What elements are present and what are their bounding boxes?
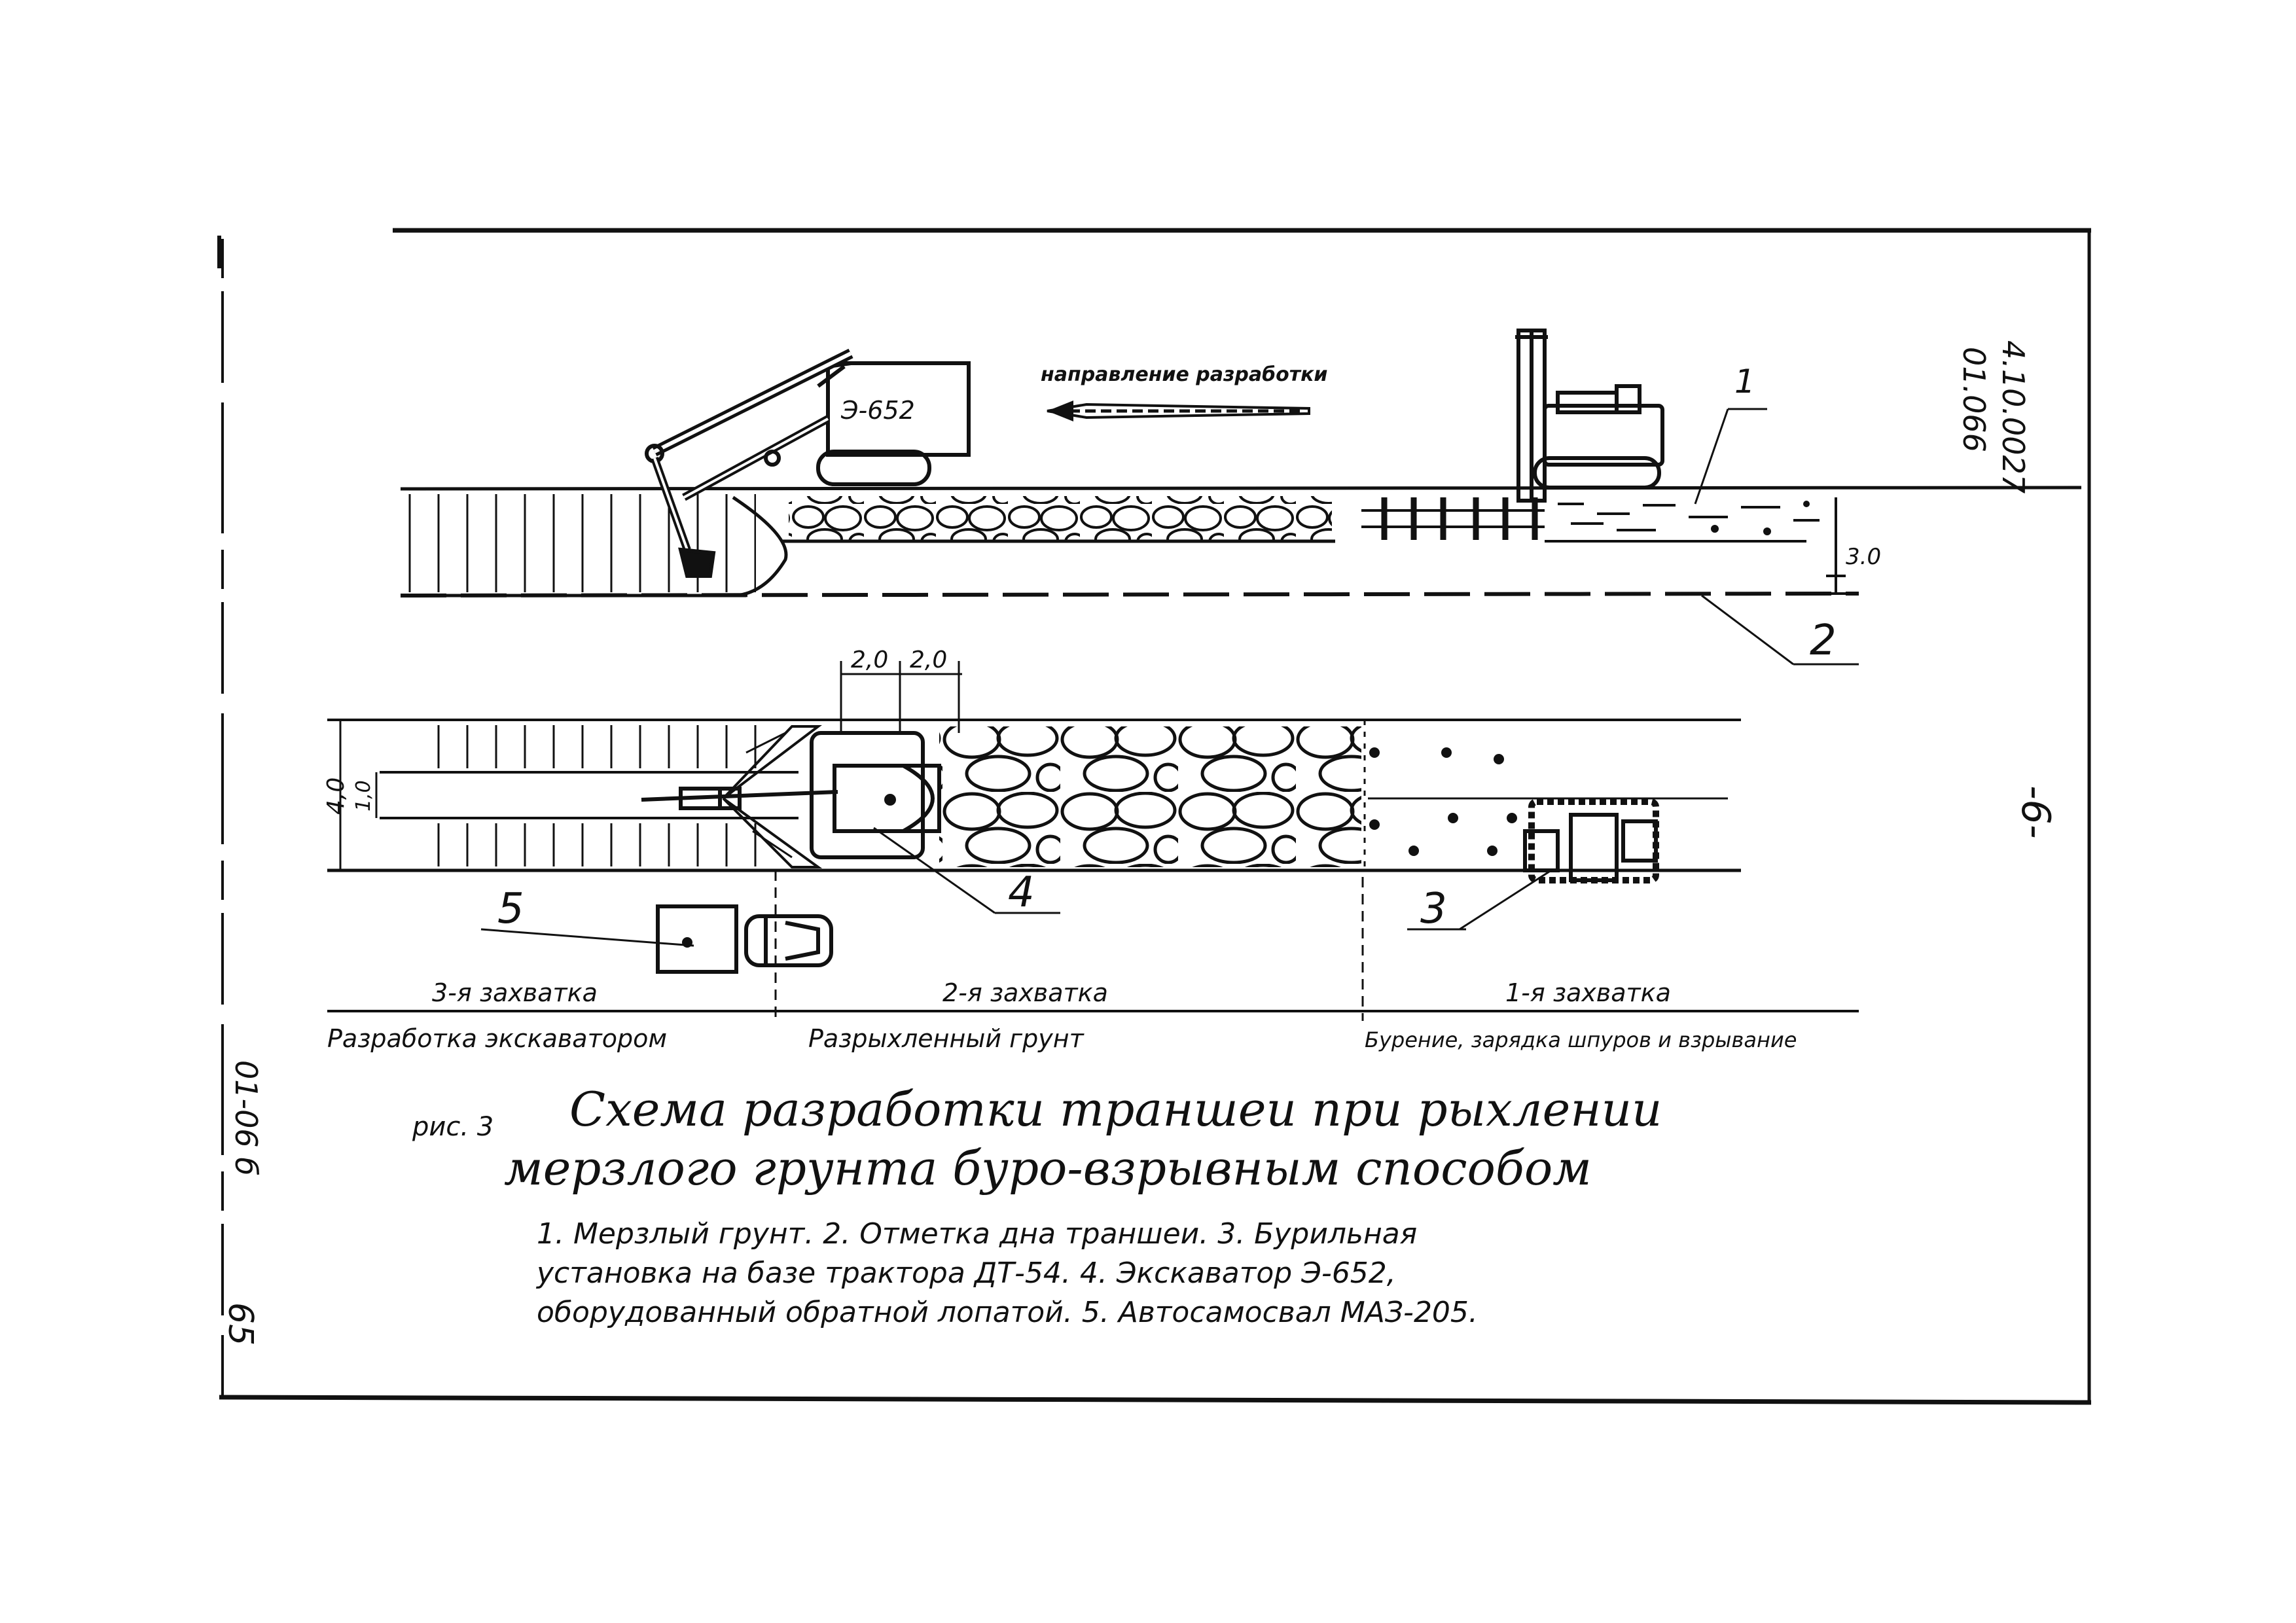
drill-rig-side (1515, 329, 1664, 503)
width-dim-inner: 1,0 (352, 780, 375, 812)
excavator-plate: Э-652 (840, 396, 915, 425)
blast-holes-plan (1369, 747, 1517, 856)
section-view: 3.0 Э-652 направление разработки (400, 329, 2082, 666)
excavator-plan (641, 731, 941, 859)
zone-2-desc: Разрыхленный грунт (808, 1024, 1085, 1053)
zone-1-desc: Бурение, зарядка шпуров и взрывание (1365, 1027, 1797, 1052)
zone-3: 3-я захватка Разработка экскаватором (327, 978, 667, 1053)
spacing-dim-2: 2,0 (910, 647, 947, 673)
plan-view: 2,0 2,0 4,0 1,0 4 3 5 (323, 647, 1859, 1021)
drill-rig-plan (1523, 798, 1659, 883)
blast-holes-section (1361, 497, 1545, 540)
spacing-dim-1: 2,0 (851, 647, 888, 673)
depth-dimension (1806, 497, 1859, 595)
direction-arrow: направление разработки (1041, 363, 1327, 421)
legend-line2: установка на базе трактора ДТ-54. 4. Экс… (535, 1257, 1396, 1290)
direction-label: направление разработки (1041, 363, 1327, 386)
left-page: 65 (221, 1302, 260, 1346)
spacing-dimensions (840, 661, 962, 733)
zone-3-title: 3-я захватка (432, 978, 598, 1007)
callout-1-number: 1 (1734, 363, 1755, 401)
trench-bottom-line (400, 592, 1859, 597)
callout-5-number: 5 (497, 885, 524, 933)
zone-3-desc: Разработка экскаватором (327, 1024, 667, 1053)
figure-number: рис. 3 (412, 1112, 493, 1142)
depth-dimension-label: 3.0 (1846, 544, 1881, 570)
ground-surface-line (400, 486, 2082, 491)
callout-3-number: 3 (1420, 885, 1447, 933)
width-dimensions (327, 719, 378, 872)
zone-2-title: 2-я захватка (942, 978, 1108, 1007)
zone-2: 2-я захватка Разрыхленный грунт (808, 978, 1108, 1053)
figure-title-line1: Схема разработки траншеи при рыхлении (569, 1082, 1662, 1137)
doc-code-top: 4.10.0027 (1996, 340, 2031, 493)
left-code: 01-06 б (228, 1060, 264, 1176)
legend-line1: 1. Мерзлый грунт. 2. Отметка дна траншеи… (537, 1217, 1417, 1251)
drawing-frame (217, 228, 2092, 1405)
zone-1-title: 1-я захватка (1505, 978, 1671, 1007)
legend-line3: оборудованный обратной лопатой. 5. Автос… (537, 1296, 1478, 1329)
dump-truck-plan (656, 904, 833, 974)
doc-code-top2: 01.066 (1956, 347, 1992, 452)
excavator-side (645, 348, 971, 578)
frozen-ground (1558, 501, 1820, 535)
callout-4-number: 4 (1008, 868, 1035, 917)
width-dim-total: 4,0 (323, 777, 350, 815)
zone-1: 1-я захватка Бурение, зарядка шпуров и в… (1365, 978, 1797, 1052)
page-number: -6- (2013, 785, 2058, 838)
figure-title-line2: мерзлого грунта буро-взрывным способом (504, 1141, 1592, 1196)
callout-2-number: 2 (1810, 616, 1837, 665)
